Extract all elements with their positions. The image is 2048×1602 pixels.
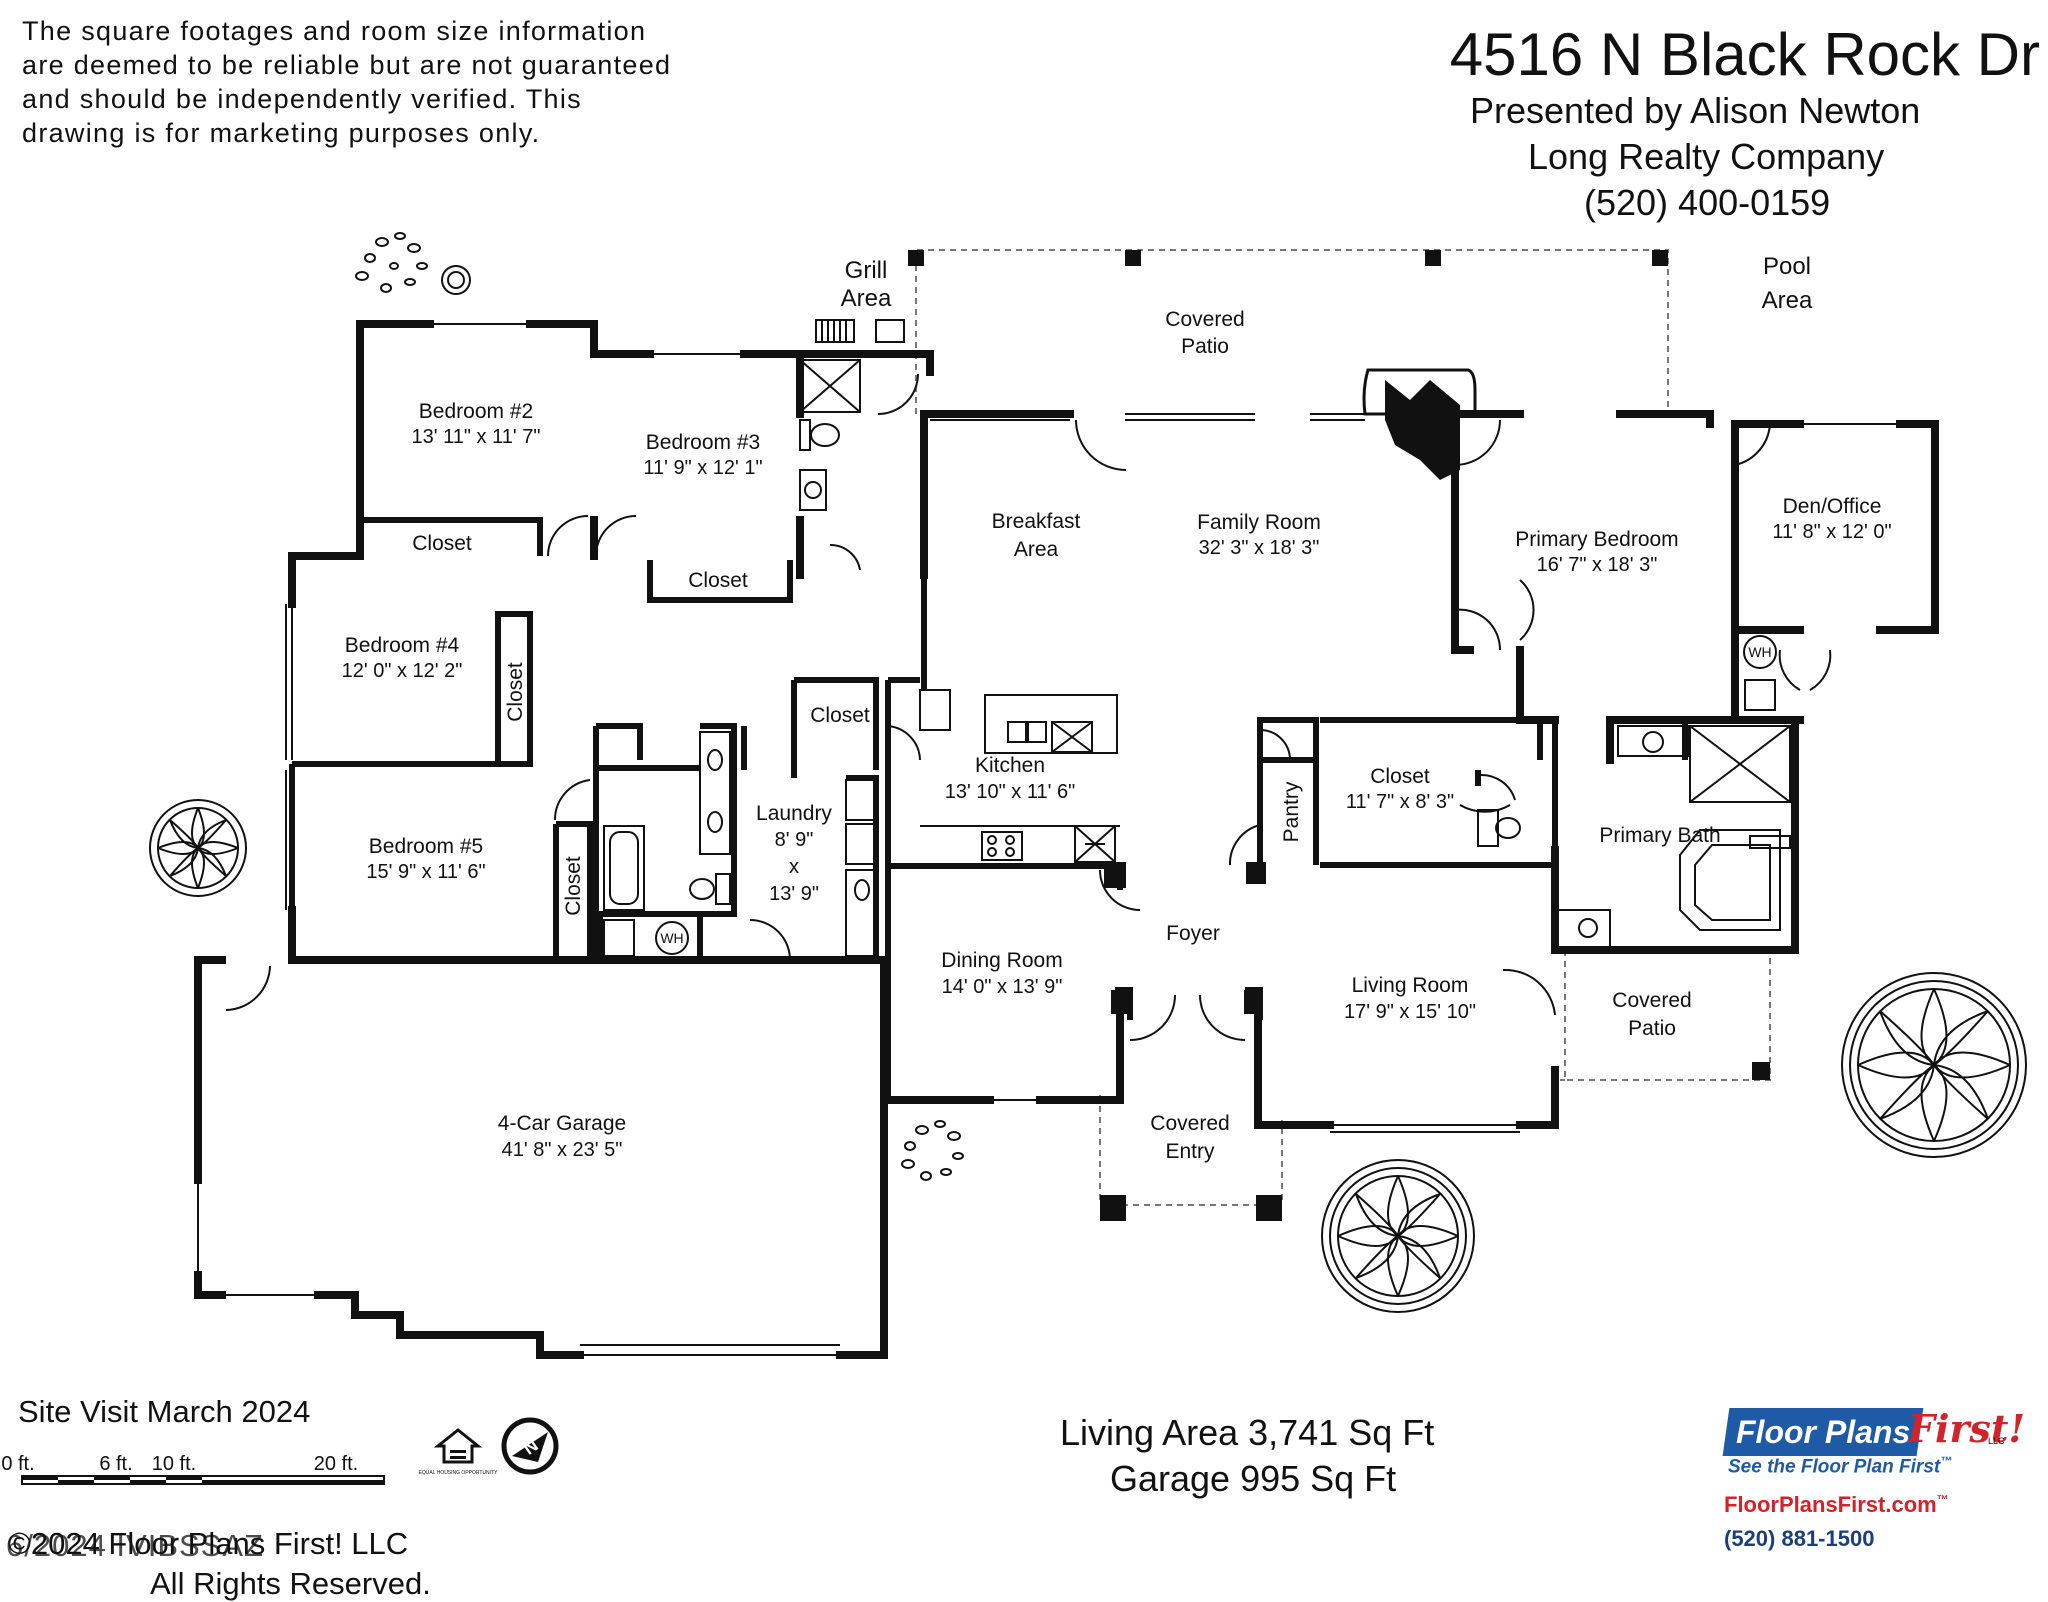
disclaimer: The square footages and room size inform… xyxy=(22,14,672,150)
landscape-trees xyxy=(149,232,2027,1313)
living-room-dim: 17' 9" x 15' 10" xyxy=(1344,1001,1476,1023)
dining-room-dim: 14' 0" x 13' 9" xyxy=(942,976,1063,998)
scale-0: 0 ft. xyxy=(1,1453,34,1475)
pantry-label: Pantry xyxy=(1280,781,1303,842)
closet-bedroom-3: Closet xyxy=(688,569,748,592)
presented-by: Presented by Alison Newton xyxy=(1470,90,1921,131)
agent-phone: (520) 400-0159 xyxy=(1584,182,1831,223)
bedroom-4-dim: 12' 0" x 12' 2" xyxy=(342,660,463,682)
bedroom-3-dim: 11' 9" x 12' 1" xyxy=(643,457,762,479)
closet-bedroom-2: Closet xyxy=(412,532,472,555)
site-visit-date: Site Visit March 2024 xyxy=(18,1394,311,1429)
pool-area-label-2: Area xyxy=(1762,287,1813,314)
scale-6: 6 ft. xyxy=(99,1453,132,1475)
copyright-overlay: 6/2024 IVIBSSAZ xyxy=(6,1528,264,1563)
kitchen-name: Kitchen xyxy=(975,754,1045,777)
logo-tagline-text: See the Floor Plan First xyxy=(1728,1456,1941,1478)
bedroom-5-dim: 15' 9" x 11' 6" xyxy=(366,861,485,883)
den-office-dim: 11' 8" x 12' 0" xyxy=(1772,521,1891,543)
den-office-name: Den/Office xyxy=(1783,495,1882,518)
covered-patio-top-outline xyxy=(915,249,1771,1206)
water-heater-hall: WH xyxy=(660,930,683,946)
covered-patio-top-label-2: Patio xyxy=(1181,335,1229,358)
patio-posts xyxy=(908,250,1770,1221)
breakfast-area-label-2: Area xyxy=(1014,538,1059,561)
logo-brand: Floor Plans xyxy=(1736,1414,1911,1450)
copyright-line: ©2024 Floor Plans First! LLC xyxy=(8,1526,409,1561)
disclaimer-line: drawing is for marketing purposes only. xyxy=(22,118,541,148)
door-swings xyxy=(225,373,1832,1041)
scale-10: 10 ft. xyxy=(152,1453,196,1475)
bedroom-2-name: Bedroom #2 xyxy=(419,400,533,423)
primary-bedroom-name: Primary Bedroom xyxy=(1515,528,1678,551)
dining-room-name: Dining Room xyxy=(941,949,1062,972)
logo-tagline-tm: ™ xyxy=(1940,1454,1953,1468)
bedroom-3-name: Bedroom #3 xyxy=(646,431,760,454)
closet-bedroom-4: Closet xyxy=(504,662,527,722)
covered-patio-right-label-1: Covered xyxy=(1612,989,1691,1012)
grill-area-label-2: Area xyxy=(841,285,892,312)
primary-bath-label: Primary Bath xyxy=(1599,824,1720,847)
laundry-dim-1: 8' 9" xyxy=(775,829,814,851)
disclaimer-line: are deemed to be reliable but are not gu… xyxy=(22,50,672,80)
address-title: 4516 N Black Rock Dr xyxy=(1449,21,2040,88)
kitchen-dim: 13' 10" x 11' 6" xyxy=(945,781,1075,803)
logo-url[interactable]: FloorPlansFirst.com™ xyxy=(1724,1492,1949,1518)
laundry-dim-2: 13' 9" xyxy=(769,883,819,905)
kitchen-fixtures xyxy=(919,689,1120,863)
interior-walls xyxy=(289,517,1795,1100)
logo-llc: LLC xyxy=(1988,1436,2005,1446)
covered-patio-right-label-2: Patio xyxy=(1628,1017,1676,1040)
living-room-name: Living Room xyxy=(1352,974,1469,997)
logo-tagline: See the Floor Plan First™ xyxy=(1728,1454,1952,1478)
floor-plans-first-logo: Floor Plans First! LLC xyxy=(1722,1402,2026,1462)
fireplace xyxy=(1362,368,1477,480)
scale-bar xyxy=(21,1475,385,1485)
equal-housing-text: EQUAL HOUSING OPPORTUNITY xyxy=(419,1470,499,1476)
logo-brand-accent: First! xyxy=(1908,1406,2026,1451)
laundry-name: Laundry xyxy=(756,802,832,825)
water-heater-den: WH xyxy=(1748,644,1771,660)
bath-fixtures xyxy=(603,319,1791,957)
logo-phone: (520) 881-1500 xyxy=(1724,1526,1875,1551)
laundry-dim-x: x xyxy=(789,856,799,878)
closet-laundry: Closet xyxy=(810,704,870,727)
living-area-total: Living Area 3,741 Sq Ft xyxy=(1060,1412,1435,1453)
garage-dim: 41' 8" x 23' 5" xyxy=(502,1139,623,1161)
closet-mid-name: Closet xyxy=(1370,765,1430,788)
closet-mid-dim: 11' 7" x 8' 3" xyxy=(1346,791,1454,813)
grill-area-label-1: Grill xyxy=(845,257,888,284)
bedroom-2-dim: 13' 11" x 11' 7" xyxy=(412,426,541,448)
breakfast-area-label-1: Breakfast xyxy=(992,510,1081,533)
family-room-name: Family Room xyxy=(1197,511,1321,534)
pool-area-label-1: Pool xyxy=(1763,253,1811,280)
equal-housing-icon xyxy=(433,1428,483,1464)
bedroom-5-name: Bedroom #5 xyxy=(369,835,483,858)
company-name: Long Realty Company xyxy=(1528,136,1885,177)
closet-bedroom-5: Closet xyxy=(562,856,585,916)
primary-bedroom-dim: 16' 7" x 18' 3" xyxy=(1537,554,1658,576)
garage-name: 4-Car Garage xyxy=(498,1112,626,1135)
all-rights-reserved: All Rights Reserved. xyxy=(150,1566,431,1601)
covered-entry-label-1: Covered xyxy=(1150,1112,1229,1135)
foyer-label: Foyer xyxy=(1166,922,1220,945)
disclaimer-line: and should be independently verified. Th… xyxy=(22,84,582,114)
disclaimer-line: The square footages and room size inform… xyxy=(22,16,647,46)
logo-url-tm: ™ xyxy=(1936,1492,1949,1507)
covered-patio-top-label-1: Covered xyxy=(1165,308,1244,331)
family-room-dim: 32' 3" x 18' 3" xyxy=(1199,537,1320,559)
bedroom-4-name: Bedroom #4 xyxy=(345,634,460,657)
scale-20: 20 ft. xyxy=(314,1453,358,1475)
wall-stubs xyxy=(1104,862,1266,1014)
garage-area-total: Garage 995 Sq Ft xyxy=(1110,1458,1397,1499)
north-arrow-icon xyxy=(501,1417,559,1475)
covered-entry-label-2: Entry xyxy=(1165,1140,1215,1163)
windows xyxy=(197,323,1900,1356)
logo-url-text: FloorPlansFirst.com xyxy=(1724,1492,1937,1517)
